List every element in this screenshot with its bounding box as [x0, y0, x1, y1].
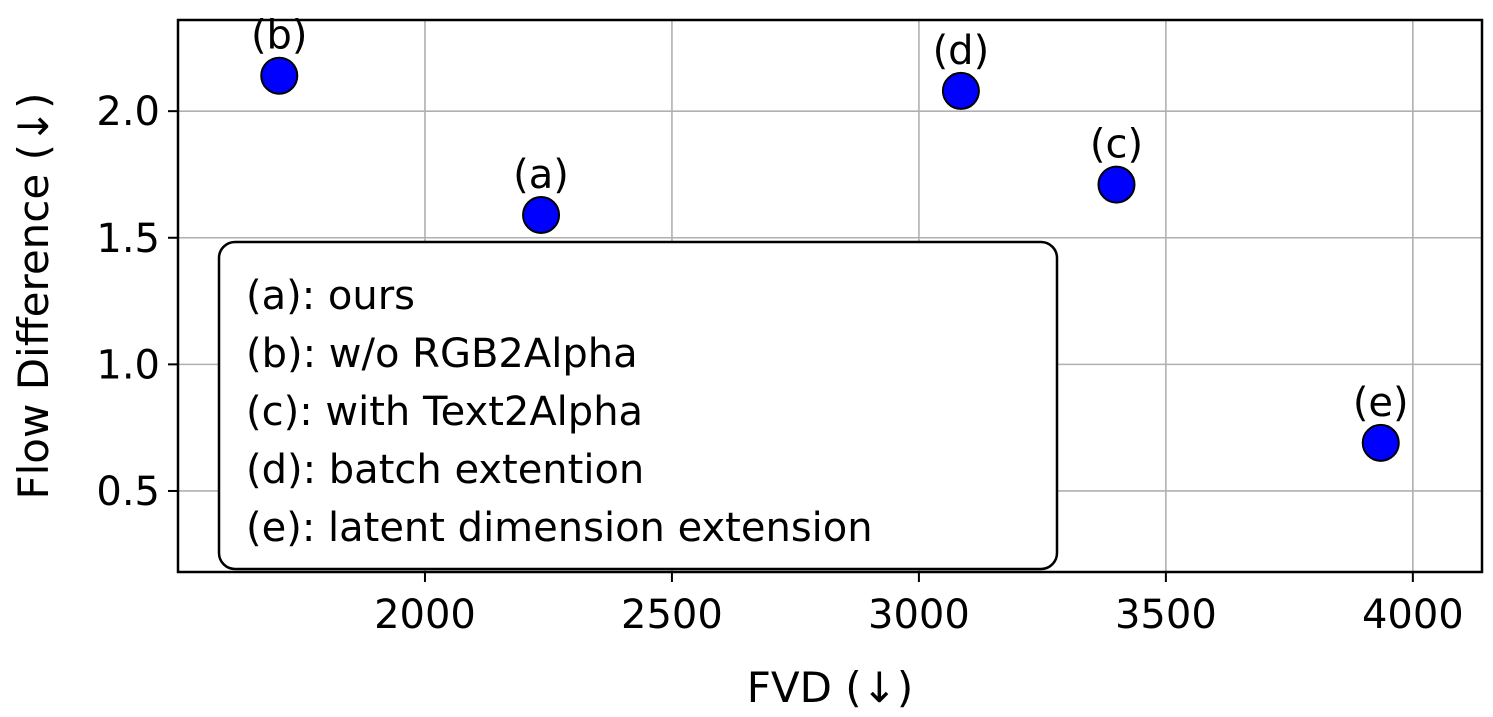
y-tick-label: 2.0: [96, 89, 160, 135]
data-point: [941, 71, 980, 110]
legend-entry: (e): latent dimension extension: [246, 505, 873, 551]
data-point: [1361, 423, 1400, 462]
x-tick-label: 3500: [1115, 592, 1217, 638]
data-point: [1097, 165, 1136, 204]
y-tick-label: 1.0: [96, 342, 160, 388]
point-label: (a): [513, 152, 569, 198]
legend-entry: (c): with Text2Alpha: [246, 389, 643, 435]
point-label: (e): [1353, 380, 1409, 426]
x-tick-label: 4000: [1362, 592, 1464, 638]
x-tick-label: 3000: [868, 592, 970, 638]
legend-entry: (b): w/o RGB2Alpha: [246, 331, 638, 377]
data-point: [260, 56, 299, 95]
legend-entry: (a): ours: [246, 273, 415, 319]
legend-box: [217, 240, 1059, 571]
plot-area-frame: [176, 18, 1484, 574]
x-tick-label: 2000: [374, 592, 476, 638]
axis-ticks: 2000 2500 3000 3500 4000 0.5 1.0 1.5 2.0: [96, 89, 1463, 638]
y-tick-label: 1.5: [96, 216, 160, 262]
y-axis-title: Flow Difference (↓): [9, 92, 58, 499]
point-label: (c): [1090, 122, 1143, 168]
x-tick-label: 2500: [621, 592, 723, 638]
legend-entry: (d): batch extention: [246, 447, 644, 493]
point-label: (d): [933, 28, 990, 74]
legend: (a): ours (b): w/o RGB2Alpha (c): with Tex…: [217, 240, 1059, 571]
data-points: (a)(b)(c)(d)(e): [251, 13, 1409, 462]
x-axis-title: FVD (↓): [747, 663, 914, 712]
data-point: [522, 195, 561, 234]
y-tick-label: 0.5: [96, 469, 160, 515]
